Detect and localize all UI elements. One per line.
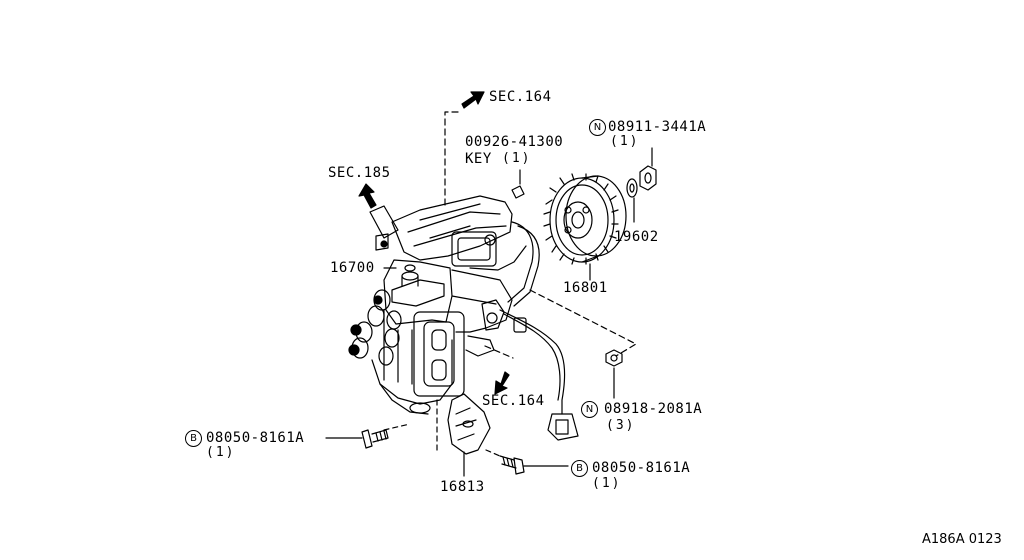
washer bbox=[626, 178, 638, 223]
bracket-part-number: 16813 bbox=[440, 479, 485, 495]
nut-top-part-number: 08911-3441A bbox=[608, 119, 707, 135]
bolt-left-type-badge: B bbox=[185, 430, 202, 447]
sec185-label[interactable]: SEC.185 bbox=[328, 165, 391, 181]
nut-side-type-badge: N bbox=[581, 401, 598, 418]
sec164-top-label[interactable]: SEC.164 bbox=[489, 89, 552, 105]
sprocket bbox=[543, 173, 627, 281]
nut-side-part-number: 08918-2081A bbox=[604, 401, 703, 417]
washer-part-number: 19602 bbox=[614, 229, 659, 245]
pump-part-number: 16700 bbox=[330, 260, 375, 276]
bolt-left-quantity: (1) bbox=[206, 445, 236, 460]
sec164-top-arrow-icon bbox=[444, 91, 485, 206]
sprocket-part-number: 16801 bbox=[563, 280, 608, 296]
hex-nut-side bbox=[605, 349, 623, 399]
bracket bbox=[436, 393, 491, 477]
sec164-bottom-arrow-icon bbox=[484, 345, 514, 395]
bolt-left-part-number: 08050-8161A bbox=[206, 430, 305, 446]
bolt-right bbox=[485, 449, 569, 475]
bolt-right-type-badge: B bbox=[571, 460, 588, 477]
nut-side-quantity: (3) bbox=[606, 418, 636, 433]
key-quantity: (1) bbox=[502, 151, 532, 166]
sec164-bottom-label[interactable]: SEC.164 bbox=[482, 393, 545, 409]
key-name: KEY bbox=[465, 151, 492, 167]
bolt-right-quantity: (1) bbox=[592, 476, 622, 491]
sensor-harness bbox=[499, 309, 579, 441]
hex-nut-top bbox=[639, 147, 657, 191]
woodruff-key bbox=[511, 169, 525, 199]
bolt-left bbox=[325, 423, 411, 449]
nut-dashed-leader bbox=[529, 289, 637, 357]
key-part-number: 00926-41300 bbox=[465, 134, 564, 150]
nut-top-quantity: (1) bbox=[610, 134, 640, 149]
bolt-right-part-number: 08050-8161A bbox=[592, 460, 691, 476]
sec185-arrow-icon bbox=[358, 183, 377, 209]
injection-pump bbox=[348, 195, 540, 415]
figure-code: A186A 0123 bbox=[922, 532, 1002, 547]
nut-top-type-badge: N bbox=[589, 119, 606, 136]
